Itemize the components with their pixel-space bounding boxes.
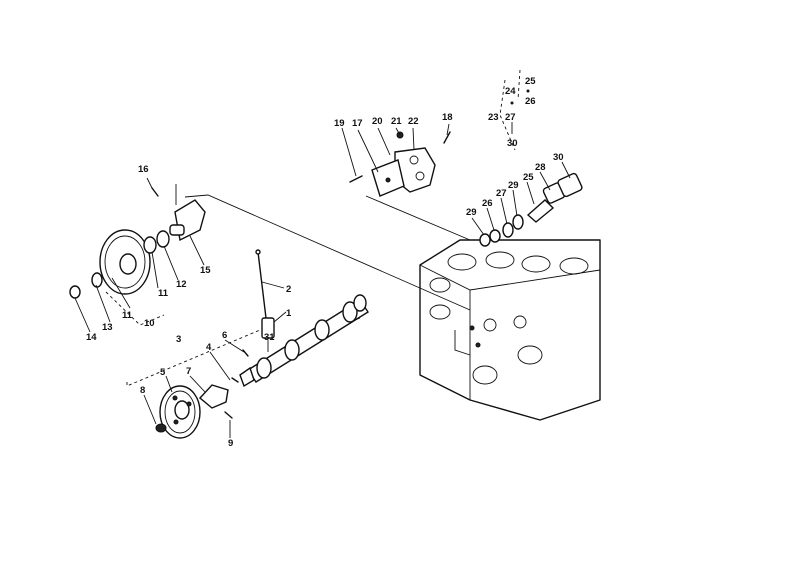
callout-28: 28 (535, 162, 546, 173)
leader (163, 245, 179, 281)
leader (151, 251, 159, 289)
idler-shaft-flange (169, 199, 206, 242)
leader (146, 177, 153, 189)
leader (471, 217, 485, 236)
callout-11: 11 (122, 310, 133, 321)
leader (143, 394, 157, 425)
snap-ring (69, 285, 81, 299)
callout-12: 12 (176, 279, 187, 290)
callout-13: 13 (102, 322, 113, 333)
assembly-line (184, 194, 471, 311)
group-bracket (517, 69, 521, 101)
leader (539, 171, 551, 191)
push-rod (255, 249, 267, 319)
callout-22: 22 (408, 116, 419, 127)
callout-31: 31 (264, 332, 275, 343)
thrust-washer (91, 272, 103, 288)
leader (446, 123, 450, 136)
idler-shaft-collar (156, 230, 170, 248)
leader (189, 375, 206, 393)
bolt (443, 131, 451, 144)
engine-block (419, 239, 601, 421)
leader (165, 375, 173, 393)
leader (561, 161, 571, 179)
callout-25: 25 (525, 76, 536, 87)
camshaft (239, 294, 369, 388)
leader (111, 277, 131, 309)
assembly-bracket (105, 291, 165, 326)
leader (412, 127, 415, 151)
leader (95, 284, 111, 323)
bolt (242, 349, 249, 357)
assembly-bracket (126, 329, 261, 387)
leader (209, 351, 231, 381)
leader (273, 311, 287, 323)
leader (486, 207, 495, 231)
callout-3: 3 (176, 334, 181, 345)
callout-2: 2 (286, 284, 291, 295)
callout-4: 4 (206, 342, 212, 353)
callout-15: 15 (200, 265, 211, 276)
leader (377, 127, 391, 156)
leader (357, 129, 379, 173)
callout-18: 18 (442, 112, 453, 123)
leader (189, 235, 205, 266)
stud (349, 175, 363, 183)
callout-25: 25 (523, 172, 534, 183)
callout-8: 8 (140, 385, 145, 396)
leader (341, 127, 357, 177)
leader (261, 281, 285, 289)
callout-16: 16 (138, 164, 149, 175)
idler-gear (99, 229, 151, 295)
callout-30: 30 (553, 152, 564, 163)
callout-labels: 1 2 3 4 5 6 7 8 9 10 11 11 12 13 14 15 1… (86, 76, 564, 449)
leader (395, 127, 401, 136)
cam-gear (159, 385, 201, 439)
callout-6: 6 (222, 330, 227, 341)
callout-29: 29 (466, 207, 477, 218)
reference-dot (526, 89, 530, 93)
callout-24: 24 (505, 86, 516, 97)
callout-26: 26 (525, 96, 536, 107)
leader (224, 339, 245, 353)
callout-20: 20 (372, 116, 383, 127)
tappet (261, 317, 275, 339)
reference-dot (510, 101, 514, 105)
callout-10: 10 (144, 318, 155, 329)
callout-26: 26 (482, 198, 493, 209)
fuel-pump (371, 147, 436, 197)
callout-14: 14 (86, 332, 97, 343)
leader (500, 197, 508, 225)
callout-29: 29 (508, 180, 519, 191)
assembly-line (365, 195, 471, 241)
leader (512, 189, 518, 217)
key (231, 377, 239, 383)
callout-11: 11 (158, 288, 169, 299)
callout-9: 9 (228, 438, 233, 449)
callout-23: 23 (488, 112, 499, 123)
leader (526, 181, 535, 205)
callout-21: 21 (391, 116, 402, 127)
callout-7: 7 (186, 366, 191, 377)
callout-1: 1 (286, 308, 292, 319)
idler-bushing (143, 236, 157, 254)
callout-19: 19 (334, 118, 345, 129)
callout-27: 27 (496, 188, 507, 199)
valve-assembly (479, 172, 583, 247)
callout-27: 27 (505, 112, 516, 123)
callout-30: 30 (507, 138, 518, 149)
washer (155, 423, 167, 433)
group-bracket (499, 79, 516, 151)
bolt (151, 187, 159, 197)
bolt (224, 411, 233, 419)
thrust-plate (198, 384, 229, 409)
leader (74, 297, 91, 333)
callout-5: 5 (160, 367, 166, 378)
callout-17: 17 (352, 118, 363, 129)
